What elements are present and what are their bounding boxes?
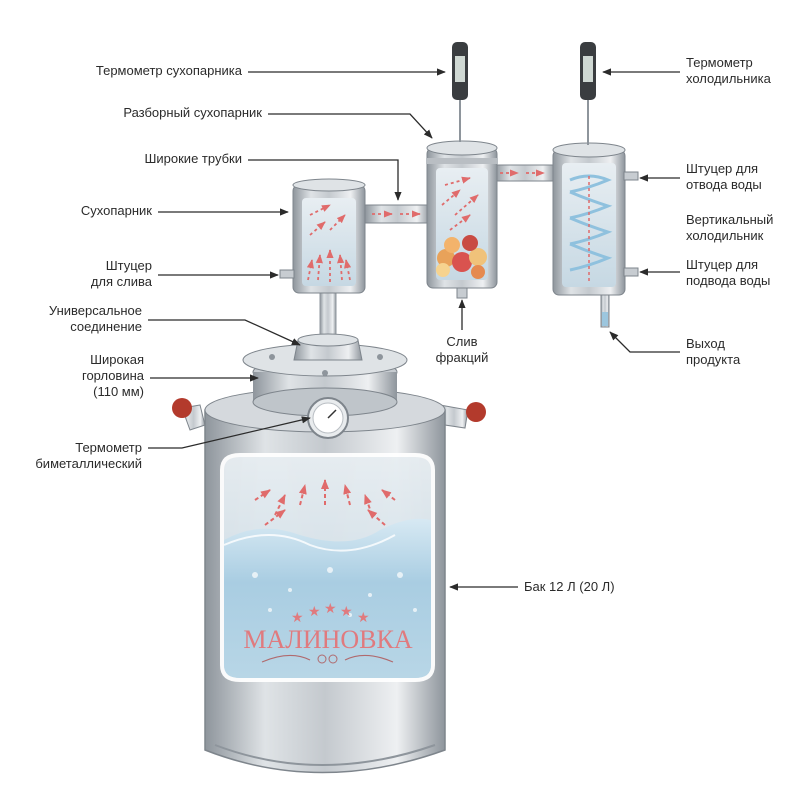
label-collapsible-dryer: Разборный сухопарник (123, 105, 262, 120)
leader-lines (148, 68, 680, 591)
label-universal-joint: Универсальное соединение (48, 303, 142, 334)
cooler-coil (569, 174, 613, 282)
fruit-filling (436, 235, 487, 279)
label-product-outlet: Выход продукта (686, 336, 741, 367)
tank-window: ★★★ ★★ МАЛИНОВКА (220, 453, 435, 682)
svg-text:★: ★ (340, 604, 353, 620)
digital-thermometer-dryer (452, 42, 468, 142)
bimetal-thermometer (307, 397, 349, 439)
vapor-arrows-tank (254, 479, 396, 526)
svg-text:★: ★ (357, 610, 370, 626)
svg-text:★: ★ (291, 610, 304, 626)
brand-logo: МАЛИНОВКА (243, 625, 413, 654)
label-fraction-drain: Слив фракций (435, 334, 489, 365)
label-water-inlet-fitting: Штуцер для подвода воды (686, 257, 771, 288)
svg-text:★: ★ (308, 604, 321, 620)
label-thermometer-dryer: Термометр сухопарника (95, 63, 242, 78)
label-thermometer-cooler: Термометр холодильника (686, 55, 771, 86)
label-wide-tubes: Широкие трубки (144, 151, 242, 166)
label-wide-neck: Широкая горловина (110 мм) (81, 352, 144, 399)
label-tank: Бак 12 Л (20 Л) (524, 579, 615, 594)
digital-thermometer-cooler (580, 42, 596, 145)
label-vertical-cooler: Вертикальный холодильник (686, 212, 774, 243)
collapsible-dryer (426, 140, 498, 299)
vertical-cooler (552, 142, 639, 328)
label-dryer: Сухопарник (80, 203, 152, 218)
label-bimetal-thermometer: Термометр биметаллический (35, 440, 142, 471)
handle-knob-left (172, 398, 192, 418)
dryer-1 (279, 178, 366, 294)
handle-knob-right (466, 402, 486, 422)
svg-text:★: ★ (324, 601, 337, 617)
brand-stars: ★★★ ★★ (291, 601, 370, 626)
label-drain-fitting: Штуцер для слива (90, 258, 152, 289)
universal-joint (293, 291, 363, 361)
label-water-outlet-fitting: Штуцер для отвода воды (686, 161, 762, 192)
